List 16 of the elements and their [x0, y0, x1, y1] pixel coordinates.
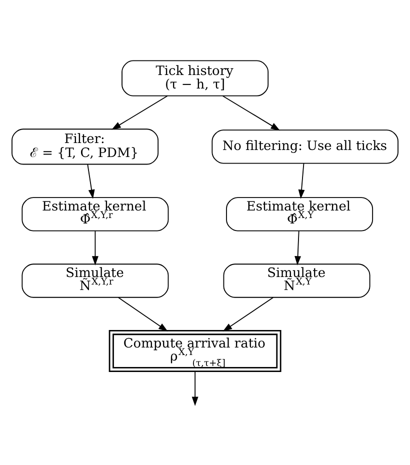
arrow [118, 296, 168, 331]
node-box: Estimate kernel Φ̂$^{X,Y}$ [226, 196, 374, 231]
node-box: Simulate Ñ$^{X,Y,r}$ [22, 263, 169, 298]
arrow [222, 296, 274, 331]
arrow [192, 370, 198, 406]
arrow [222, 95, 280, 130]
arrow [87, 164, 95, 198]
arrow [294, 230, 302, 265]
arrow [92, 230, 98, 265]
node-box: Filter: ℰ = {T, C, PDM} [12, 128, 159, 164]
node-box: Simulate Ñ$^{X,Y}$ [223, 263, 370, 298]
arrow [298, 162, 305, 198]
node-box: Tick history (τ − h, τ] [122, 60, 269, 96]
arrow [112, 95, 168, 130]
node-box: No filtering: Use all ticks [212, 129, 398, 164]
node-box: Estimate kernel Φ̂$^{X,Y,r}$ [22, 196, 169, 231]
